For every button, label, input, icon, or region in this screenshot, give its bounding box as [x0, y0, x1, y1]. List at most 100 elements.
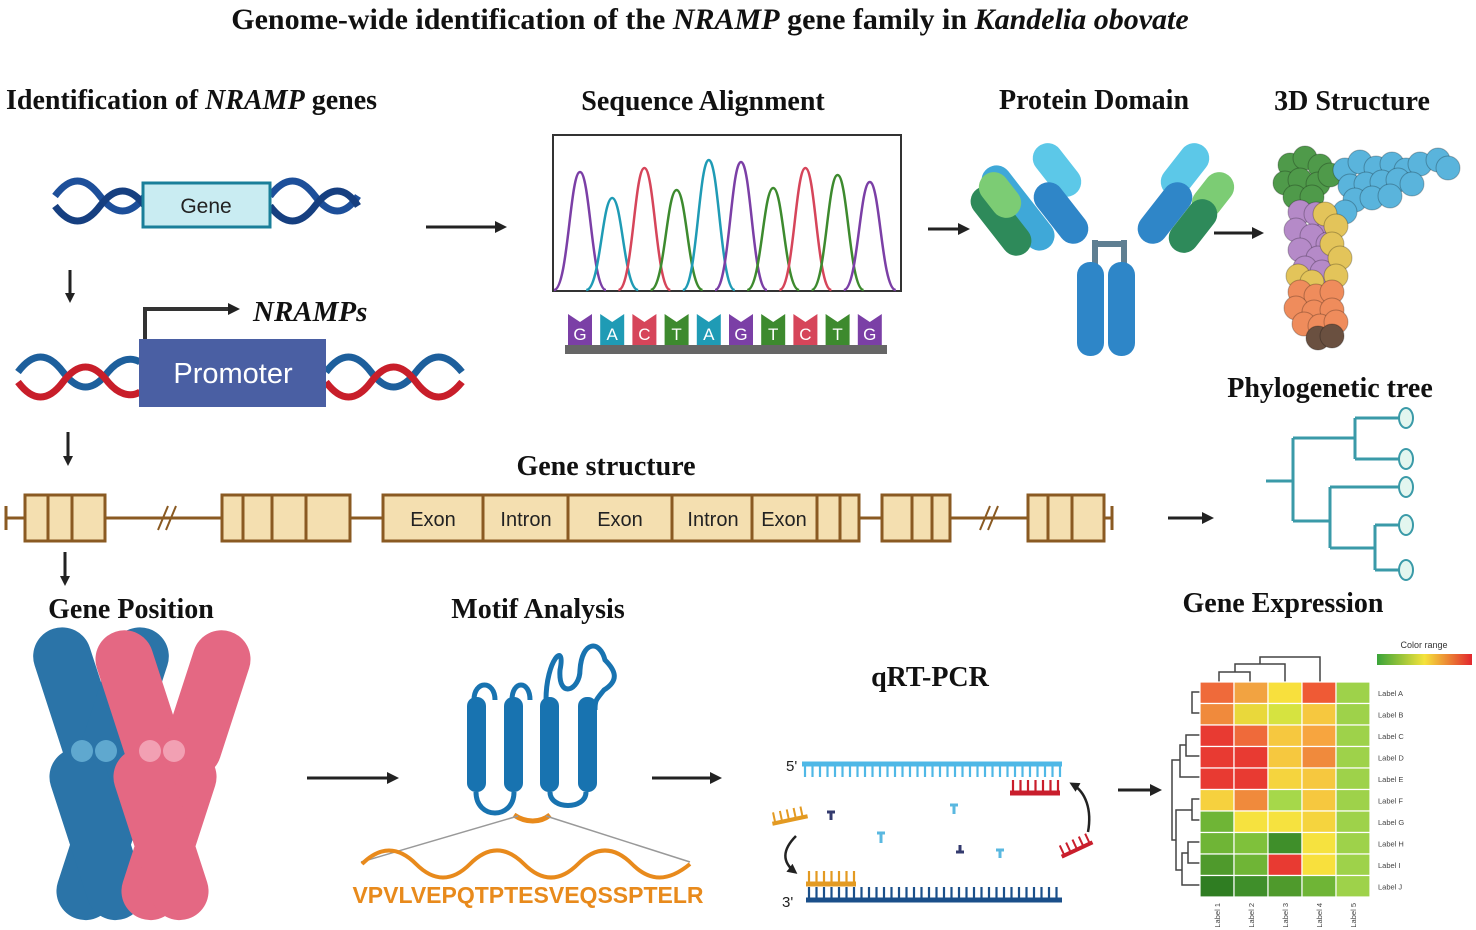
heatmap-col-label: Label 5 — [1349, 903, 1358, 928]
heatmap-cell — [1301, 874, 1337, 898]
base-letter: T — [832, 325, 842, 344]
heatmap-cell — [1335, 788, 1371, 812]
heatmap-row-label: Label J — [1378, 883, 1402, 892]
base-tile — [761, 314, 786, 345]
expression-heading: Gene Expression — [1183, 588, 1384, 619]
phylogenetic-heading: Phylogenetic tree — [1227, 373, 1433, 404]
promoter-label: Promoter — [173, 358, 293, 390]
base-letter: C — [799, 325, 811, 344]
heatmap-cell — [1233, 681, 1269, 705]
gene-structure-labels: Exon Intron Exon Intron Exon — [410, 509, 807, 531]
heatmap-row-label: Label D — [1378, 754, 1404, 763]
heatmap-cell — [1233, 788, 1269, 812]
heatmap-row-label: Label F — [1378, 797, 1403, 806]
heatmap-cell — [1267, 853, 1303, 877]
heatmap-row-label: Label C — [1378, 732, 1404, 741]
annealing-arrow — [784, 835, 798, 874]
heatmap-cell — [1335, 702, 1371, 726]
chromatogram-peak — [553, 170, 607, 292]
base-letter: G — [734, 325, 747, 344]
exon-blocks — [23, 493, 1106, 543]
heatmap-cell — [1199, 853, 1235, 877]
base-letter: A — [703, 325, 715, 344]
structure-3d-heading: 3D Structure — [1274, 86, 1430, 117]
heatmap-cell — [1267, 724, 1303, 748]
primer-reverse-free — [1058, 833, 1094, 859]
heatmap-cell — [1199, 702, 1235, 726]
base-letter: C — [638, 325, 650, 344]
chromosomes-icon — [33, 627, 251, 921]
heatmap-cell — [1301, 853, 1337, 877]
heatmap-row-label: Label H — [1378, 840, 1404, 849]
gene-position-heading: Gene Position — [48, 594, 214, 625]
alignment-heading: Sequence Alignment — [581, 86, 825, 117]
heatmap-cell — [1267, 681, 1303, 705]
heatmap-row-label: Label A — [1378, 689, 1403, 698]
heatmap-cell — [1233, 831, 1269, 855]
heatmap-cell — [1233, 853, 1269, 877]
heatmap-cell — [1301, 702, 1337, 726]
gene-box-label: Gene — [180, 195, 231, 218]
heatmap-cell — [1233, 810, 1269, 834]
heatmap-cell — [1335, 874, 1371, 898]
heatmap-cell — [1267, 810, 1303, 834]
membrane-protein-icon — [360, 643, 692, 880]
heatmap-col-label: Label 4 — [1315, 903, 1324, 928]
protein-atom-cluster — [1399, 171, 1425, 197]
motif-heading: Motif Analysis — [451, 594, 625, 625]
heatmap-cell — [1301, 724, 1337, 748]
heatmap-cell — [1267, 831, 1303, 855]
protein-atom-cluster — [1319, 323, 1345, 349]
base-letter: G — [573, 325, 586, 344]
heatmap-cell — [1233, 702, 1269, 726]
base-tile — [600, 314, 625, 345]
heatmap-cell — [1335, 767, 1371, 791]
heatmap-col-label: Label 1 — [1213, 903, 1222, 928]
heatmap-cell — [1335, 810, 1371, 834]
dna-gene-helix — [52, 177, 361, 225]
heatmap-cell — [1199, 810, 1235, 834]
heatmap-cell — [1335, 853, 1371, 877]
primer-forward-free — [771, 806, 809, 826]
column-dendrogram — [1218, 656, 1321, 682]
heatmap-col-label: Label 2 — [1247, 903, 1256, 928]
color-range-bar — [1377, 654, 1472, 665]
motif-sequence: VPVLVEPQTPTESVEQSSPTELR — [352, 882, 703, 908]
base-letter: A — [607, 325, 619, 344]
qrtpcr-heading: qRT-PCR — [871, 662, 990, 693]
base-tile — [825, 314, 850, 345]
base-track — [565, 345, 887, 354]
protein-atom-cluster — [1435, 155, 1461, 181]
heatmap-cell — [1267, 745, 1303, 769]
heatmap-cell — [1199, 831, 1235, 855]
heatmap-cell — [1301, 681, 1337, 705]
heatmap-cell — [1199, 745, 1235, 769]
antibody-icon — [970, 143, 1235, 356]
heatmap-cell — [1233, 767, 1269, 791]
base-tile — [729, 314, 753, 345]
tree-leaf-nodes — [1398, 407, 1414, 581]
segment-label: Intron — [687, 509, 738, 531]
base-tile — [857, 314, 882, 345]
nramps-label: NRAMPs — [252, 296, 367, 328]
heatmap-cell — [1301, 745, 1337, 769]
free-nucleotides — [827, 803, 1004, 858]
heatmap-cell — [1199, 681, 1235, 705]
base-letter: T — [768, 325, 778, 344]
phylogenetic-tree — [1266, 416, 1404, 572]
heatmap-cell — [1301, 788, 1337, 812]
heatmap-cell — [1301, 810, 1337, 834]
heatmap-cell — [1335, 831, 1371, 855]
heatmap-cell — [1267, 874, 1303, 898]
chromatogram-frame — [552, 134, 902, 292]
base-tile — [568, 314, 592, 345]
heatmap-cell — [1199, 874, 1235, 898]
segment-label: Exon — [761, 509, 807, 531]
chromatogram-peak — [617, 166, 672, 292]
five-prime-label: 5' — [786, 758, 797, 775]
base-letter: G — [863, 325, 876, 344]
heatmap-row-label: Label G — [1378, 818, 1404, 827]
